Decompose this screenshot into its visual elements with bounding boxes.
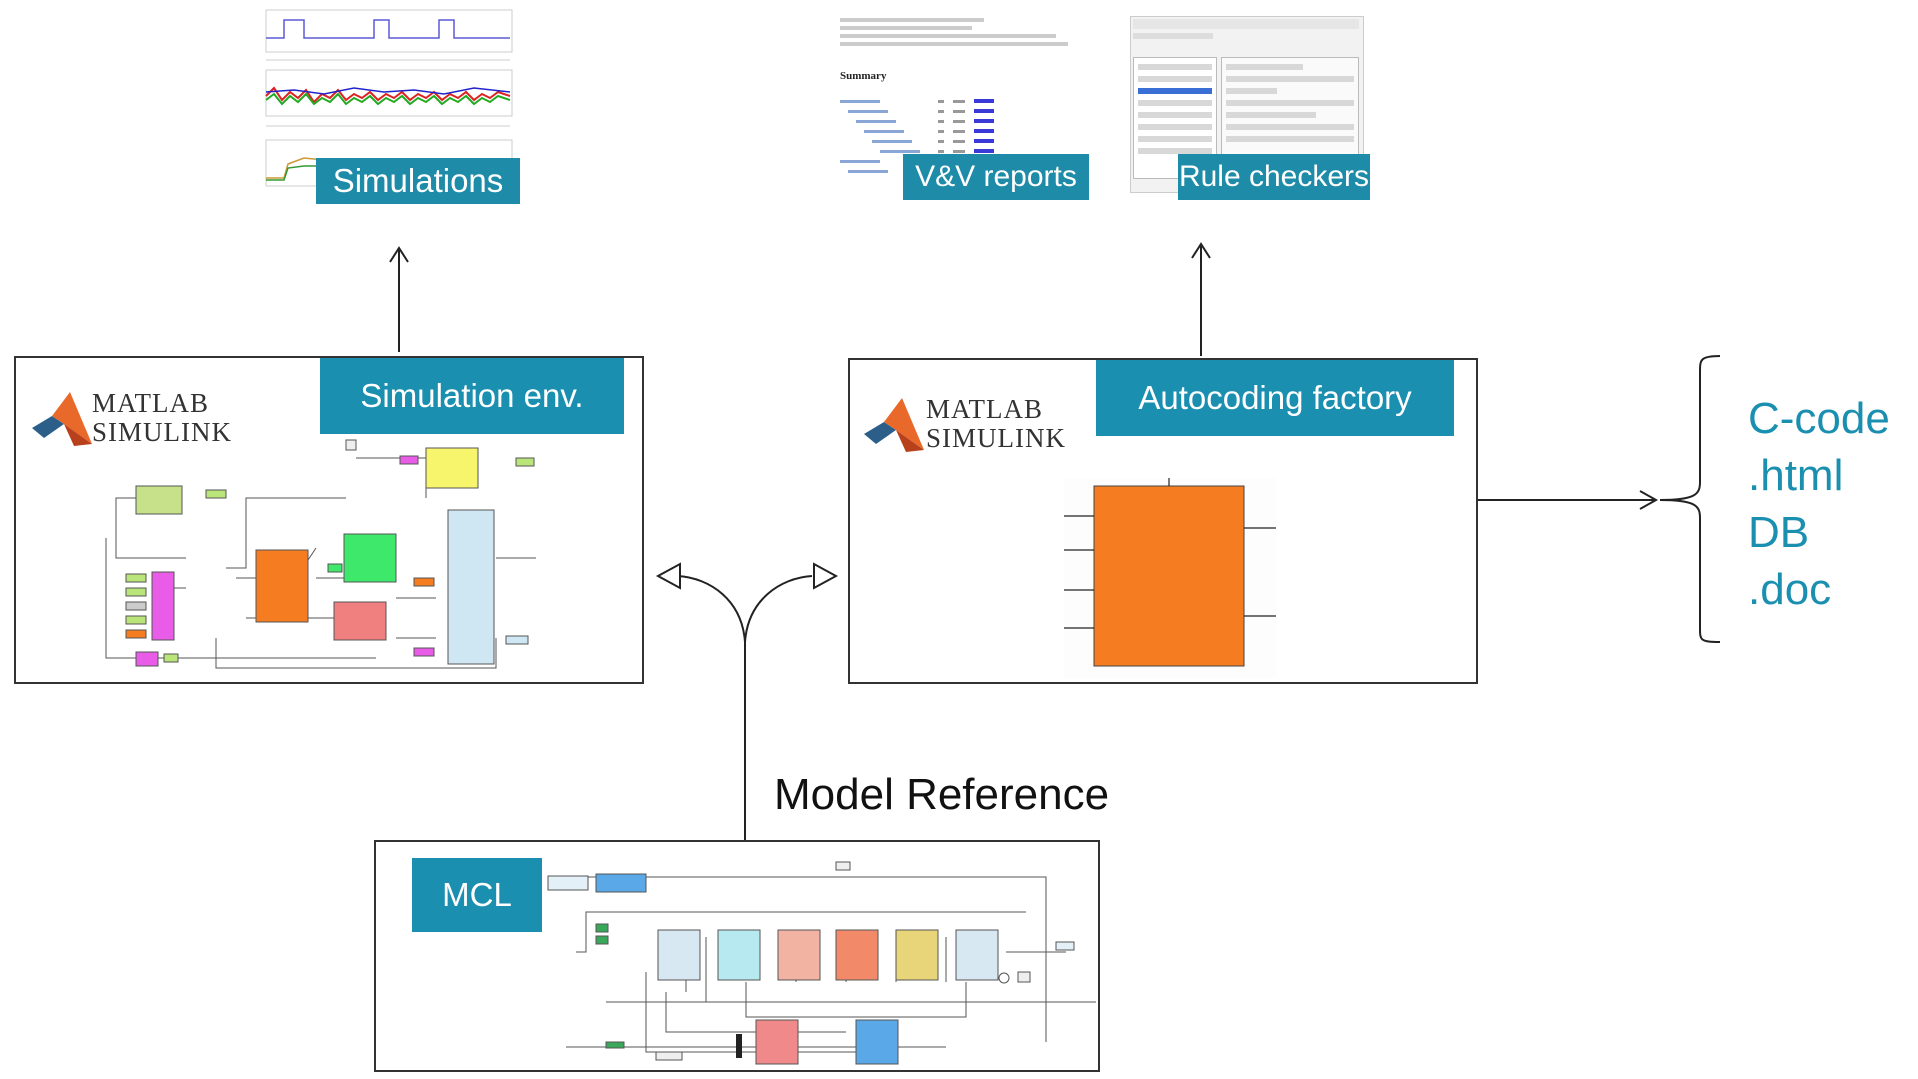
- summary-heading: Summary: [840, 70, 887, 82]
- simulink-model-diagram: [105, 439, 536, 669]
- autocoding-factory-tab: Autocoding factory: [1096, 360, 1454, 436]
- report-table-image: [840, 99, 994, 173]
- output-artifacts-list: C-code .html DB .doc: [1748, 390, 1890, 618]
- output-db: DB: [1748, 508, 1810, 557]
- simulation-env-tab: Simulation env.: [320, 358, 624, 434]
- matlab-logo-text: MATLAB SIMULINK: [92, 388, 232, 447]
- mcl-panel: MCL: [374, 840, 1100, 1072]
- matlab-logo-icon: [864, 398, 924, 452]
- output-doc: .doc: [1748, 565, 1832, 614]
- autocode-subsystem-block: [1064, 478, 1276, 678]
- rule-checkers-label: Rule checkers: [1178, 154, 1370, 200]
- mcl-tab: MCL: [412, 858, 542, 932]
- simulation-env-panel: MATLAB SIMULINK Simulation env.: [14, 356, 644, 684]
- mcl-model-diagram: [547, 861, 1096, 1065]
- simulations-label: Simulations: [316, 158, 520, 204]
- output-html: .html: [1748, 451, 1844, 500]
- vv-reports-label: V&V reports: [903, 154, 1089, 200]
- matlab-logo-text: MATLAB SIMULINK: [926, 394, 1066, 453]
- output-c-code: C-code: [1748, 394, 1890, 443]
- matlab-logo-icon: [32, 392, 92, 446]
- autocoding-factory-panel: MATLAB SIMULINK Autocoding factory: [848, 358, 1478, 684]
- model-reference-label: Model Reference: [774, 770, 1110, 819]
